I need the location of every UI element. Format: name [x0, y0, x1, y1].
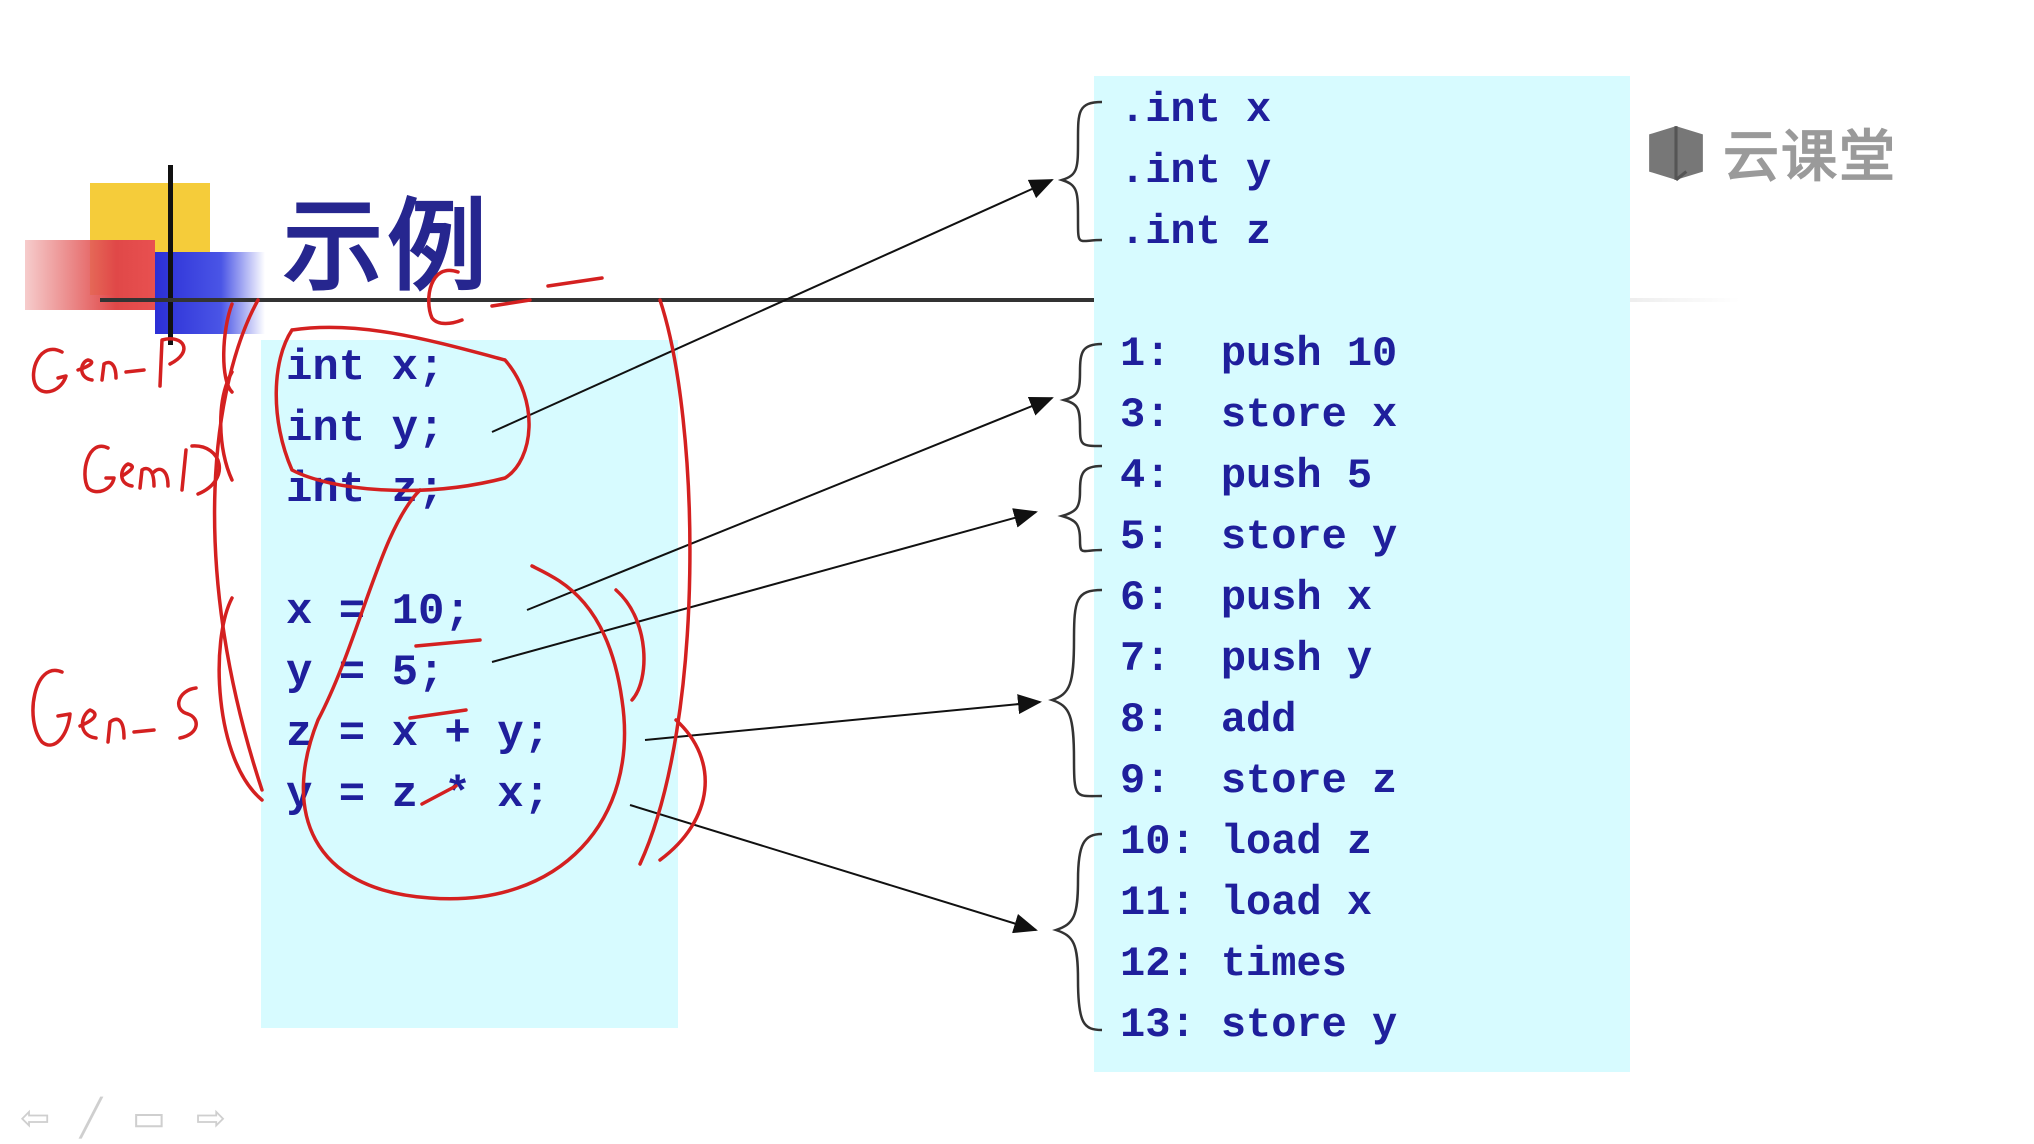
handwritten-gen-id [83, 444, 222, 496]
arrow-declarations [491, 179, 1054, 433]
stack-code-panel [1094, 76, 1630, 1072]
source-line-8: y = z * x; [286, 770, 551, 820]
handwritten-dash-2 [546, 276, 604, 288]
screen-icon[interactable]: ▭ [131, 1097, 166, 1138]
stack-line-11: 8: add [1120, 696, 1297, 744]
brace-declarations [1057, 100, 1103, 243]
cloud-classroom-book-icon [1649, 125, 1703, 181]
brace-y-assign [1057, 464, 1103, 553]
arrow-y-multiply [629, 804, 1038, 934]
handwritten-right-bracket [638, 298, 692, 866]
stack-line-12: 9: store z [1120, 757, 1398, 805]
handwritten-mark-x [408, 708, 468, 720]
stack-line-9: 6: push x [1120, 574, 1373, 622]
brace-x-assign [1059, 342, 1103, 448]
stack-line-10: 7: push y [1120, 635, 1373, 683]
source-line-6: y = 5; [286, 648, 445, 698]
handwritten-mark-z [420, 784, 458, 806]
stack-line-16: 13: store y [1120, 1001, 1398, 1049]
brace-z-assign [1048, 588, 1103, 798]
slide-title: 示例 [283, 191, 491, 303]
back-arrow-icon[interactable]: ⇦ [20, 1097, 51, 1138]
stack-line-14: 11: load x [1120, 879, 1373, 927]
handwritten-left-bracket [212, 298, 264, 792]
stack-line-6: 3: store x [1120, 391, 1398, 439]
stack-line-13: 10: load z [1120, 818, 1373, 866]
arrow-x-assign [526, 396, 1054, 611]
brace-y-multiply [1052, 832, 1103, 1032]
arrow-z-assign [644, 694, 1042, 741]
handwritten-annotations [31, 268, 707, 901]
stack-line-7: 4: push 5 [1120, 452, 1373, 500]
watermark-text: 云课堂 [1723, 125, 1897, 188]
stack-line-3: .int z [1120, 208, 1272, 256]
watermark-logo: 云课堂 [1645, 112, 1897, 193]
handwritten-gen-p [31, 337, 186, 394]
source-line-2: int y; [286, 404, 445, 454]
stack-line-2: .int y [1120, 147, 1272, 195]
handwritten-dash-1 [490, 298, 532, 308]
title-underline [100, 298, 1100, 302]
arrow-y-assign [491, 508, 1038, 663]
handwritten-c [427, 268, 464, 326]
handwritten-declaration-loop [274, 325, 531, 493]
handwritten-right-curve-1 [614, 588, 646, 702]
source-code-panel [261, 340, 678, 1028]
handwritten-mark-10 [414, 638, 482, 648]
pen-icon[interactable]: ╱ [80, 1097, 102, 1138]
source-line-5: x = 10; [286, 587, 471, 637]
source-line-1: int x; [286, 343, 445, 393]
slideshow-nav: ⇦ ╱ ▭ ⇨ [20, 1100, 226, 1136]
handwritten-right-curve-2 [658, 718, 707, 862]
forward-arrow-icon[interactable]: ⇨ [195, 1097, 227, 1138]
handwritten-brace-s [217, 596, 264, 802]
stack-line-15: 12: times [1120, 940, 1347, 988]
stack-line-8: 5: store y [1120, 513, 1398, 561]
stack-line-5: 1: push 10 [1120, 330, 1398, 378]
title-deco-vertical-line [168, 165, 173, 345]
stack-line-1: .int x [1120, 86, 1272, 134]
handwritten-statement-loop [301, 488, 627, 901]
handwritten-gen-s [31, 668, 198, 747]
